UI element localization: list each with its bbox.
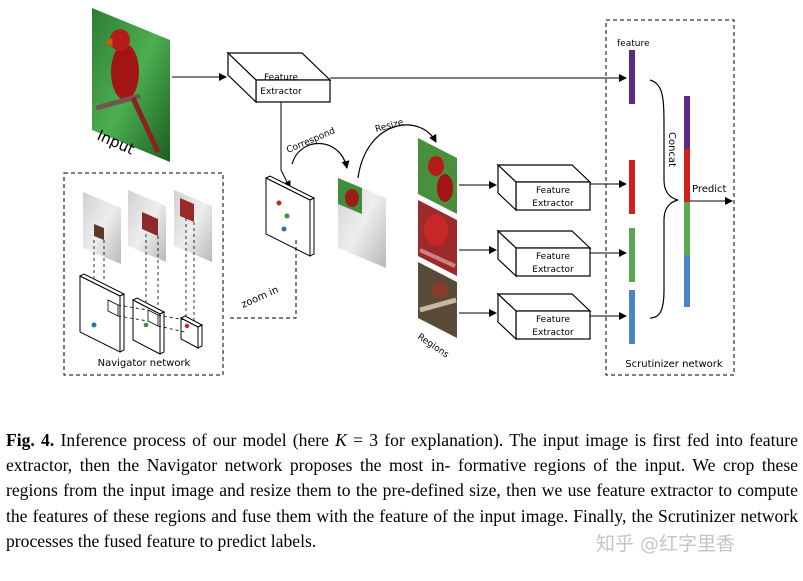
input-image bbox=[92, 8, 170, 162]
navigator-map-links bbox=[117, 304, 186, 333]
caption-line5: these regions and fuse them with the fea… bbox=[113, 505, 736, 526]
feature-bar-region-3 bbox=[629, 290, 635, 344]
concat-vector-blue bbox=[684, 255, 690, 307]
feature-extractor-main-line2: Extractor bbox=[260, 87, 302, 97]
zoom-in-connector bbox=[228, 240, 297, 319]
navigator-thumb-1 bbox=[83, 192, 121, 264]
extractor2-line1: Feature bbox=[536, 252, 570, 262]
scrutinizer-network-label: Scrutinizer network bbox=[625, 359, 723, 370]
arrow-correspond-curve bbox=[291, 142, 350, 169]
caption-line3: formative regions of the input. We crop … bbox=[6, 455, 798, 501]
resize-label: Resize bbox=[374, 118, 405, 135]
extractor3-line2: Extractor bbox=[532, 328, 574, 338]
region-crop-2 bbox=[418, 200, 457, 276]
concat-label: Concat bbox=[666, 132, 677, 167]
extractor1-line2: Extractor bbox=[532, 199, 574, 209]
feature-extractor-region-2: Feature Extractor bbox=[496, 229, 592, 278]
feature-bar-region-2 bbox=[629, 228, 635, 282]
feature-label: feature bbox=[617, 39, 650, 49]
caption-line1b: = 3 for explanation). The input image bbox=[353, 430, 629, 450]
predict-label: Predict bbox=[692, 184, 727, 195]
arrow-resize-curve bbox=[357, 124, 437, 179]
feature-dot-green bbox=[284, 213, 290, 219]
feature-map bbox=[264, 175, 316, 257]
masked-bird-image bbox=[338, 178, 386, 268]
feature-bar-region-1 bbox=[629, 160, 635, 214]
navigator-map-medium bbox=[131, 297, 166, 355]
navigator-dot-blue bbox=[91, 322, 97, 328]
caption-line4: them to the pre-defined size, then we us… bbox=[6, 480, 798, 526]
extractor2-line2: Extractor bbox=[532, 265, 574, 275]
arrow-extractor-to-map bbox=[280, 102, 291, 189]
navigator-dot-red bbox=[184, 323, 190, 329]
navigator-map-large bbox=[78, 273, 126, 353]
scrutinizer-network-box bbox=[605, 19, 735, 376]
extractor3-line1: Feature bbox=[536, 315, 570, 325]
caption-line1a: Inference process of our model (here bbox=[60, 430, 329, 450]
extractor1-line1: Feature bbox=[536, 186, 570, 196]
feature-extractor-main-line1: Feature bbox=[264, 73, 298, 83]
feature-bar-input bbox=[629, 50, 635, 104]
correspond-label: Correspond bbox=[285, 126, 337, 155]
watermark: 知乎 @红字里香 bbox=[596, 533, 736, 555]
concat-vector-green bbox=[684, 202, 690, 255]
caption-math-k: K bbox=[335, 430, 347, 450]
concat-vector-red bbox=[684, 149, 690, 202]
region-crop-3 bbox=[418, 262, 457, 338]
feature-extractor-main: Feature Extractor bbox=[226, 51, 332, 104]
caption-line2: is first fed into feature extractor, the… bbox=[6, 430, 798, 476]
navigator-network-label: Navigator network bbox=[98, 358, 191, 369]
regions-label: Regions bbox=[415, 332, 450, 360]
navigator-thumb-3 bbox=[174, 190, 212, 262]
navigator-network-box bbox=[63, 172, 224, 376]
zoom-in-label: zoom in bbox=[240, 285, 281, 311]
figure-caption: Fig. 4. Inference process of our model (… bbox=[6, 428, 798, 554]
navigator-dashed-links bbox=[93, 218, 195, 322]
feature-dot-red bbox=[276, 200, 282, 206]
caption-line6: network processes the fused feature to p… bbox=[6, 505, 798, 551]
concat-vector-purple bbox=[684, 96, 690, 149]
navigator-dot-green bbox=[143, 322, 149, 328]
caption-label: Fig. 4. bbox=[6, 430, 55, 450]
region-crop-1 bbox=[418, 138, 457, 214]
navigator-map-small bbox=[179, 315, 204, 349]
feature-dot-blue bbox=[281, 226, 287, 232]
feature-extractor-region-1: Feature Extractor bbox=[496, 163, 592, 212]
navigator-thumb-2 bbox=[128, 190, 166, 262]
concat-brace bbox=[649, 79, 679, 319]
feature-extractor-region-3: Feature Extractor bbox=[496, 292, 592, 341]
